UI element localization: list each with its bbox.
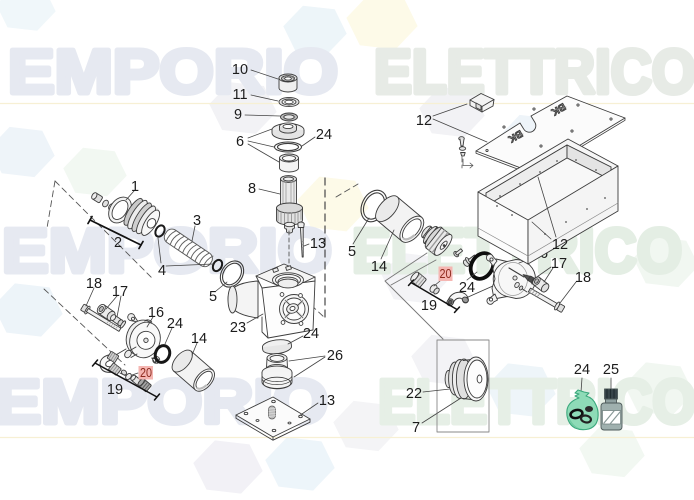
svg-text:8: 8 — [248, 181, 256, 197]
svg-text:6: 6 — [236, 134, 244, 150]
svg-text:12: 12 — [416, 113, 432, 129]
svg-text:18: 18 — [86, 276, 102, 292]
svg-text:19: 19 — [421, 298, 437, 314]
svg-text:24: 24 — [574, 362, 590, 378]
svg-text:20: 20 — [140, 365, 152, 380]
svg-text:24: 24 — [167, 316, 183, 332]
svg-text:12: 12 — [552, 237, 568, 253]
svg-text:22: 22 — [406, 386, 422, 402]
svg-text:5: 5 — [209, 289, 217, 305]
svg-text:14: 14 — [191, 331, 207, 347]
svg-text:2: 2 — [114, 235, 122, 251]
svg-text:11: 11 — [232, 87, 247, 103]
svg-text:20: 20 — [440, 266, 452, 281]
svg-text:13: 13 — [319, 393, 335, 409]
svg-text:16: 16 — [148, 305, 164, 321]
svg-text:ELETTRICO: ELETTRICO — [378, 368, 694, 437]
svg-text:9: 9 — [234, 107, 242, 123]
svg-text:24: 24 — [459, 280, 475, 296]
svg-text:25: 25 — [603, 362, 619, 378]
svg-text:17: 17 — [551, 256, 567, 272]
svg-text:4: 4 — [158, 263, 166, 279]
svg-text:18: 18 — [575, 270, 591, 286]
svg-text:ELETTRICO: ELETTRICO — [374, 38, 694, 107]
svg-text:23: 23 — [230, 320, 246, 336]
svg-text:26: 26 — [327, 348, 343, 364]
svg-text:24: 24 — [316, 127, 332, 143]
svg-text:24: 24 — [303, 326, 319, 342]
svg-text:13: 13 — [310, 236, 326, 252]
svg-text:3: 3 — [193, 213, 201, 229]
svg-text:19: 19 — [107, 382, 123, 398]
svg-text:14: 14 — [371, 259, 387, 275]
svg-text:EMPORIO: EMPORIO — [8, 38, 338, 107]
svg-text:5: 5 — [348, 244, 356, 260]
svg-text:7: 7 — [412, 420, 420, 436]
svg-text:17: 17 — [112, 284, 128, 300]
svg-text:10: 10 — [232, 62, 248, 78]
svg-text:1: 1 — [131, 179, 139, 195]
